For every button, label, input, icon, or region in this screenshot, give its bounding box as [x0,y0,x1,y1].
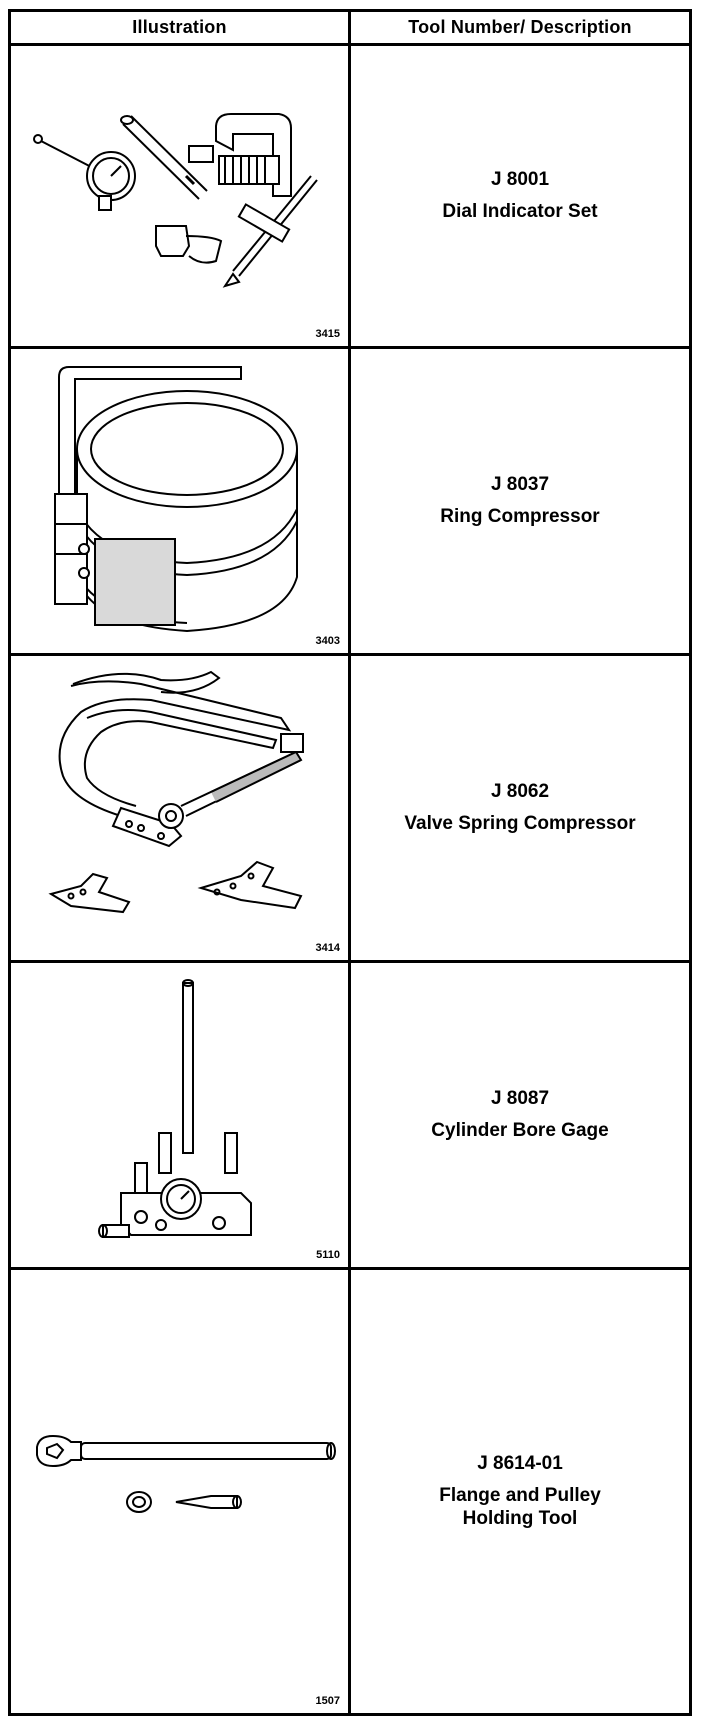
tool-table: Illustration Tool Number/ Description [8,9,692,1716]
illustration-cell: 3403 [11,349,348,653]
table-row: 3414 J 8062 Valve Spring Compressor [11,656,689,960]
figure-number: 3403 [315,635,340,647]
illustration-cell: 3414 [11,656,348,960]
header-tool-description: Tool Number/ Description [408,17,632,37]
table-row: 3403 J 8037 Ring Compressor [11,349,689,653]
description-cell: J 8087 Cylinder Bore Gage [351,963,689,1267]
figure-number: 5110 [316,1249,340,1261]
row-divider [11,653,689,656]
tool-description: Ring Compressor [440,506,600,527]
description-cell: J 8062 Valve Spring Compressor [351,656,689,960]
tool-description: Valve Spring Compressor [404,813,636,834]
dial-indicator-set-icon [33,113,318,288]
ring-compressor-icon [54,366,298,633]
tool-description-line-1: Flange and Pulley [439,1485,601,1507]
description-cell: J 8037 Ring Compressor [351,349,689,653]
header-illustration: Illustration [132,17,227,37]
row-divider [11,960,689,963]
tool-number: J 8062 [490,780,550,802]
tool-description-line-2: Holding Tool [462,1507,578,1529]
description-cell: J 8001 Dial Indicator Set [351,46,689,346]
tool-description: Dial Indicator Set [442,201,598,222]
flange-pulley-holding-tool-icon [36,1434,336,1513]
cylinder-bore-gage-icon [98,979,252,1238]
tool-description: Cylinder Bore Gage [431,1120,609,1141]
figure-number: 3415 [315,328,340,340]
tool-number: J 8614-01 [477,1452,563,1474]
tool-number: J 8087 [490,1087,550,1109]
row-divider [11,346,689,349]
illustration-cell: 5110 [11,963,348,1267]
description-cell: J 8614-01 Flange and Pulley Holding Tool [351,1270,689,1713]
figure-number: 3414 [315,942,340,954]
table-row: 5110 J 8087 Cylinder Bore Gage [11,963,689,1267]
figure-number: 1507 [315,1695,340,1707]
tool-number: J 8037 [490,473,550,495]
illustration-cell: 3415 [11,46,348,346]
table-row: 1507 J 8614-01 Flange and Pulley Holding… [11,1270,689,1713]
column-divider [348,12,351,1713]
row-divider [11,1267,689,1270]
tool-number: J 8001 [490,168,550,190]
valve-spring-compressor-icon [48,670,304,914]
illustration-cell: 1507 [11,1270,348,1713]
table-row: 3415 J 8001 Dial Indicator Set [11,46,689,346]
